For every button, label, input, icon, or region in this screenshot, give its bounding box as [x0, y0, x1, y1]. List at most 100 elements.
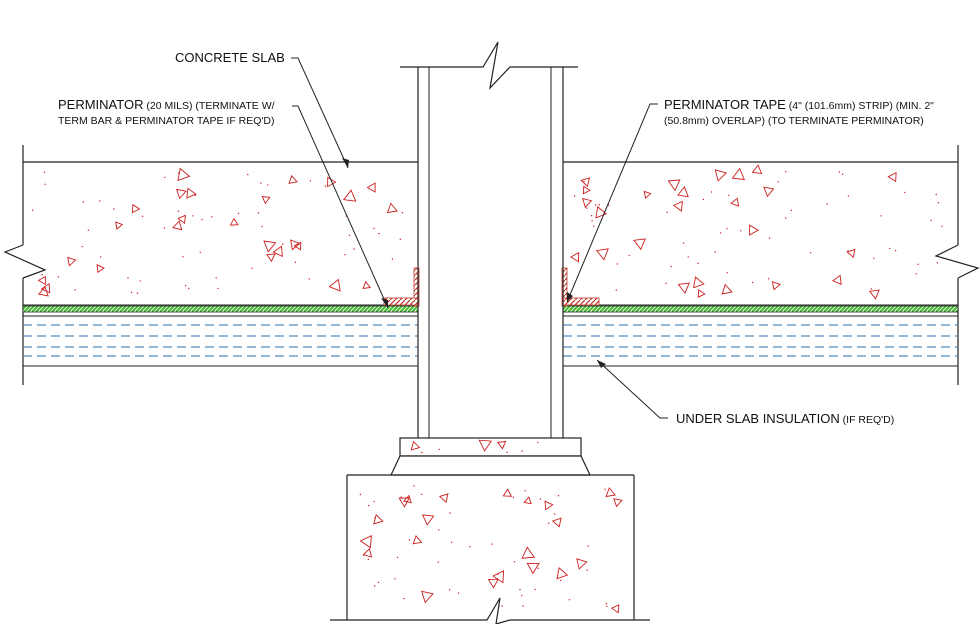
aggregate-dot — [457, 592, 460, 594]
aggregate-triangle — [677, 282, 690, 294]
aggregate-triangle — [115, 221, 124, 230]
aggregate-dot — [904, 191, 906, 194]
aggregate-dot — [767, 278, 770, 280]
aggregate-dot — [524, 490, 526, 492]
aggregate-triangle — [421, 514, 435, 526]
aggregate-dot — [448, 589, 451, 591]
aggregate-triangle — [362, 548, 373, 558]
leader-perminator-tape — [566, 103, 658, 303]
aggregate-dot — [403, 597, 405, 600]
aggregate-dot — [99, 200, 101, 202]
aggregate-triangle — [263, 240, 277, 253]
aggregate-dot — [790, 209, 793, 212]
aggregate-dot — [139, 280, 141, 282]
aggregate-dot — [378, 232, 380, 235]
aggregate-dot — [568, 599, 571, 601]
aggregate-triangle — [693, 276, 705, 289]
aggregate-triangle — [186, 187, 197, 199]
aggregate-dot — [367, 504, 370, 507]
aggregate-dot — [211, 216, 213, 218]
aggregate-dot — [182, 256, 184, 258]
aggregate-dot — [666, 211, 668, 214]
aggregate-dot — [534, 588, 536, 591]
aggregate-dot — [32, 209, 34, 211]
aggregate-dot — [57, 276, 60, 278]
concrete-slab-label: CONCRETE SLAB — [175, 50, 285, 65]
aggregate-dot — [421, 451, 423, 454]
aggregate-triangle — [293, 241, 302, 251]
aggregate-dot — [682, 242, 685, 244]
right-perminator-membrane — [562, 305, 959, 313]
aggregate-triangle — [328, 278, 341, 292]
aggregate-triangle — [697, 289, 706, 298]
aggregate-dot — [605, 602, 607, 605]
left-perminator-membrane — [22, 305, 419, 313]
aggregate-dot — [188, 287, 190, 290]
aggregate-dot — [935, 193, 937, 196]
aggregate-dot — [501, 605, 503, 607]
aggregate-dot — [359, 493, 362, 496]
aggregate-triangle — [749, 224, 760, 236]
aggregate-dot — [178, 172, 180, 174]
aggregate-dot — [469, 546, 471, 548]
aggregate-dot — [251, 267, 253, 269]
aggregate-dot — [363, 554, 365, 556]
aggregate-dot — [573, 195, 576, 197]
leader-insulation — [596, 359, 668, 419]
aggregate-dot — [937, 202, 940, 204]
aggregate-dot — [521, 594, 523, 597]
aggregate-triangle — [846, 248, 856, 259]
aggregate-dot — [665, 282, 667, 284]
aggregate-dot — [201, 218, 203, 221]
aggregate-dot — [260, 182, 262, 184]
aggregate-dot — [870, 288, 872, 290]
aggregate-dot — [522, 605, 524, 607]
aggregate-dot — [591, 220, 593, 222]
insulation-label-title: UNDER SLAB INSULATION — [676, 411, 840, 426]
aggregate-triangle — [672, 200, 683, 212]
concrete-aggregate-marks — [32, 164, 943, 614]
aggregate-dot — [497, 573, 499, 575]
aggregate-dot — [714, 251, 716, 253]
aggregate-dot — [373, 227, 375, 230]
aggregate-dot — [396, 556, 399, 559]
aggregate-dot — [81, 245, 84, 248]
aggregate-dot — [873, 257, 875, 259]
aggregate-dot — [450, 541, 453, 543]
aggregate-dot — [513, 561, 516, 563]
aggregate-dot — [915, 273, 917, 275]
aggregate-triangle — [172, 220, 183, 231]
aggregate-dot — [583, 181, 585, 183]
aggregate-dot — [941, 225, 943, 227]
aggregate-dot — [598, 204, 600, 206]
aggregate-triangle — [771, 281, 781, 291]
aggregate-dot — [400, 496, 402, 498]
aggregate-triangle — [502, 488, 513, 497]
aggregate-dot — [503, 445, 505, 447]
aggregate-dot — [413, 485, 415, 487]
aggregate-dot — [726, 228, 728, 230]
aggregate-triangle — [37, 286, 49, 297]
aggregate-dot — [726, 272, 728, 274]
aggregate-dot — [267, 184, 269, 186]
insulation-label: UNDER SLAB INSULATION (IF REQ'D) — [676, 411, 894, 428]
aggregate-dot — [554, 513, 556, 515]
aggregate-triangle — [96, 264, 105, 274]
aggregate-dot — [127, 277, 129, 279]
aggregate-triangle — [595, 248, 609, 261]
aggregate-triangle — [175, 188, 187, 200]
aggregate-dot — [728, 194, 730, 197]
aggregate-triangle — [386, 202, 398, 214]
aggregate-dot — [449, 512, 451, 514]
aggregate-dot — [408, 539, 411, 541]
aggregate-triangle — [569, 251, 580, 263]
aggregate-triangle — [410, 440, 421, 451]
aggregate-dot — [506, 451, 508, 454]
aggregate-dot — [670, 265, 672, 268]
aggregate-triangle — [613, 498, 623, 508]
aggregate-dot — [838, 171, 840, 173]
aggregate-dot — [841, 173, 844, 175]
aggregate-triangle — [229, 217, 239, 226]
perminator-tape-label: PERMINATOR TAPE (4" (101.6mm) STRIP) (MI… — [664, 97, 934, 129]
